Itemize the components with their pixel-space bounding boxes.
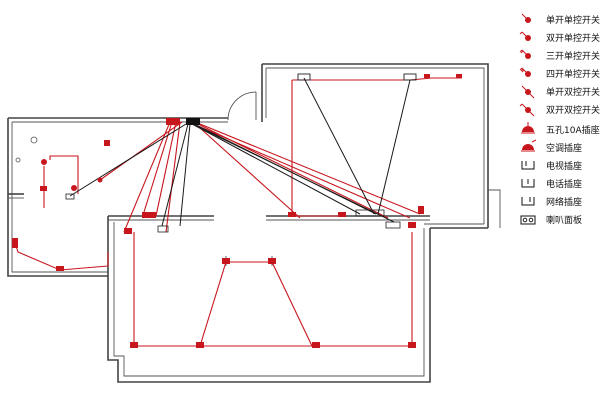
switch-dual-2-icon	[519, 103, 535, 117]
switch-4-icon	[519, 67, 531, 77]
legend-label-double-gang-single-control: 双开单控开关	[546, 32, 600, 44]
legend-label-single-gang-single-control: 单开单控开关	[546, 14, 600, 26]
legend-label-triple-gang-single-control: 三开单控开关	[546, 50, 600, 62]
legend-label-double-gang-dual-control: 双开双控开关	[546, 104, 600, 116]
red-wiring	[13, 77, 462, 347]
legend-label-tv-socket: 电视插座	[546, 160, 582, 172]
ac-socket-icon	[521, 139, 537, 152]
legend-label-quad-gang-single-control: 四开单控开关	[546, 68, 600, 80]
network-socket-icon	[521, 197, 535, 206]
legend-label-ac-socket: 空调插座	[546, 142, 582, 154]
switch-dual-1-icon	[521, 85, 535, 99]
weak-current-box	[186, 118, 200, 125]
switch-1-icon	[521, 13, 531, 23]
legend-label-five-hole-socket: 五孔10A插座	[546, 124, 600, 136]
legend-label-speaker-panel: 喇叭面板	[546, 214, 582, 226]
legend: 单开单控开关 双开单控开关 三开单控开关 四开单控开关 单开双控开关 双开双控开…	[519, 13, 600, 226]
plan-devices	[12, 73, 462, 348]
black-wiring	[69, 77, 411, 227]
legend-label-phone-socket: 电话插座	[546, 178, 582, 190]
legend-label-single-gang-dual-control: 单开双控开关	[546, 86, 600, 98]
socket-icon	[521, 122, 535, 134]
speaker-panel-icon	[520, 215, 536, 225]
tv-socket-icon	[521, 161, 535, 170]
legend-label-network-socket: 网络插座	[546, 196, 582, 208]
walls	[7, 63, 501, 383]
switch-3-icon	[519, 49, 531, 59]
phone-socket-icon	[521, 179, 535, 188]
switch-2-icon	[519, 31, 531, 41]
distribution-box	[166, 118, 180, 125]
